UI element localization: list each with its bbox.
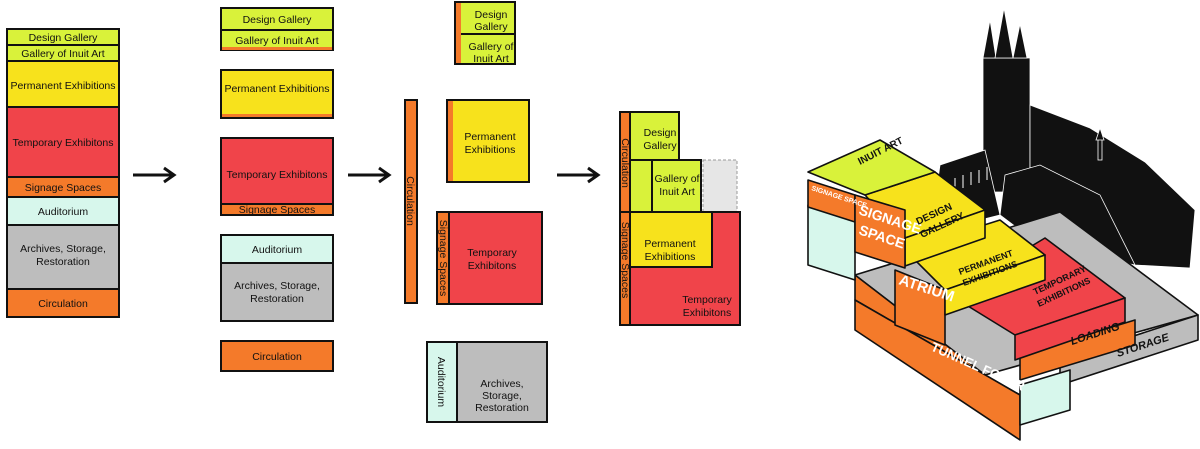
- plan-design-gallery: [629, 111, 680, 161]
- group-archives: [220, 262, 334, 322]
- block-archives-label-1: Archives,: [480, 378, 523, 390]
- stack-circulation: [6, 288, 120, 318]
- iso-tunnel-front: [854, 299, 1021, 441]
- group-design-label: Design Gallery: [243, 14, 313, 26]
- stack-circulation-label: Circulation: [38, 298, 88, 310]
- block-inuit-label-1: Gallery of: [469, 41, 514, 53]
- group-circulation-label: Circulation: [252, 351, 302, 363]
- composed-plan: [619, 111, 741, 326]
- block-temporary-label-1: Temporary: [467, 247, 517, 259]
- group-auditorium-label: Auditorium: [252, 244, 302, 256]
- arrow-1: [133, 166, 177, 184]
- block-temporary-label-2: Exhibitons: [468, 260, 516, 272]
- plan-ghost-block: [702, 159, 738, 213]
- iso-massing: [807, 139, 1199, 441]
- block-permanent-label-1: Permanent: [464, 131, 515, 143]
- group-temporary: [220, 137, 334, 215]
- block-circulation: [404, 99, 418, 304]
- block-design-label-1: Design: [475, 9, 508, 21]
- grouped-boxes: [220, 7, 334, 372]
- iso-temporary-front: [1014, 297, 1126, 361]
- block-permanent: [446, 99, 530, 183]
- group-signage-label: Signage Spaces: [239, 204, 315, 216]
- group-archives-label-1: Archives, Storage,: [234, 280, 320, 292]
- iso-inuit-top: [807, 139, 936, 196]
- iso-permanent-front: [944, 254, 1046, 316]
- plan-circulation-label: Circulation: [619, 138, 631, 188]
- block-archives-label-3: Restoration: [475, 402, 529, 414]
- block-auditorium: [426, 341, 458, 423]
- iso-auditorium-front: [1019, 369, 1071, 426]
- iso-signage-large: [854, 194, 906, 269]
- group-archives-label-2: Restoration: [250, 293, 304, 305]
- plan-design-label-2: Gallery: [643, 140, 677, 152]
- block-inuit-label-2: Inuit Art: [473, 53, 509, 65]
- stack-archives-label-2: Restoration: [36, 256, 90, 268]
- block-signage-label: Signage Spaces: [437, 220, 449, 296]
- stack-signage-label: Signage Spaces: [25, 182, 101, 194]
- block-permanent-label-2: Exhibitions: [465, 144, 516, 156]
- iso-atrium: [894, 269, 946, 346]
- block-archives-label-2: Storage,: [482, 390, 522, 402]
- stack-temporary-label: Temporary Exhibitons: [13, 137, 114, 149]
- block-auditorium-label: Auditorium: [435, 357, 447, 407]
- stack-temporary: [6, 106, 120, 178]
- stack-archives-label-1: Archives, Storage,: [20, 243, 106, 255]
- plan-temporary-label-1: Temporary: [682, 294, 732, 306]
- plan-permanent-label-2: Exhibitions: [645, 251, 696, 263]
- plan-temporary-label-2: Exhibitons: [683, 307, 731, 319]
- arrow-2: [348, 166, 392, 184]
- block-circulation-label: Circulation: [404, 176, 416, 226]
- plan-inuit-offset: [651, 159, 702, 213]
- group-permanent: [220, 69, 334, 119]
- block-inuit-art: [454, 33, 516, 65]
- plan-permanent-label-1: Permanent: [644, 238, 695, 250]
- plan-inuit-label-2: Inuit Art: [659, 186, 695, 198]
- group-signage: [220, 203, 334, 216]
- stack-permanent-label: Permanent Exhibitions: [10, 80, 115, 92]
- block-design-label-2: Gallery: [474, 21, 508, 33]
- block-temporary: [436, 211, 543, 305]
- group-auditorium: [220, 234, 334, 264]
- plan-signage: [619, 211, 631, 326]
- plan-inuit-label-1: Gallery of: [655, 173, 700, 185]
- program-stack: [6, 28, 120, 318]
- proportioned-blocks: [404, 1, 548, 423]
- arrow-3: [557, 166, 601, 184]
- plan-design-label-1: Design: [644, 127, 677, 139]
- group-temporary-label: Temporary Exhibitons: [227, 169, 328, 181]
- block-design-gallery: [454, 1, 516, 35]
- group-inuit-label: Gallery of Inuit Art: [235, 35, 319, 47]
- block-signage: [436, 211, 450, 305]
- stack-inuit-label: Gallery of Inuit Art: [21, 48, 105, 60]
- block-archives: [456, 341, 548, 423]
- group-circulation: [220, 340, 334, 372]
- stack-auditorium-label: Auditorium: [38, 206, 88, 218]
- stack-design-label: Design Gallery: [29, 32, 99, 44]
- group-permanent-label: Permanent Exhibitions: [224, 83, 329, 95]
- plan-signage-label: Signage Spaces: [619, 222, 631, 298]
